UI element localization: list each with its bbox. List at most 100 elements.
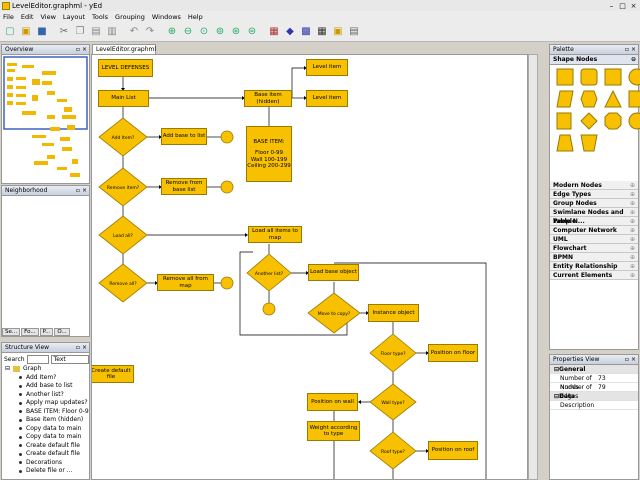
canvas-vertical-scrollbar[interactable] [528, 54, 538, 480]
panel-close-icon[interactable]: × [81, 187, 87, 194]
palette-section-shape-nodes[interactable]: Shape Nodes [553, 56, 598, 63]
property-row-description[interactable]: Description [550, 401, 638, 410]
zoom-selection-icon[interactable]: ⊜ [247, 25, 257, 37]
tree-item[interactable]: Copy data to main [5, 425, 89, 434]
tree-item[interactable]: Delete file or ... [5, 467, 89, 476]
node-level-item[interactable]: Level item [306, 90, 348, 107]
panel-pin-icon[interactable]: ▫ [75, 344, 80, 351]
menu-layout[interactable]: Layout [62, 12, 86, 21]
node-remove-from-base[interactable]: Remove from base list [161, 178, 207, 195]
graph-canvas[interactable]: Add Item? Remove item? Load all? Remove … [91, 54, 528, 480]
node-position-on-floor[interactable]: Position on floor [428, 344, 478, 362]
palette-section-swimlane[interactable]: Swimlane Nodes and Table N...⊕ [550, 208, 638, 225]
palette-section-modern-nodes[interactable]: Modern Nodes⊕ [550, 181, 638, 190]
panel-pin-icon[interactable]: ▫ [624, 46, 629, 53]
settings-icon[interactable]: ▤ [349, 25, 359, 37]
maximize-button[interactable]: □ [619, 1, 626, 10]
new-icon[interactable]: ▢ [5, 25, 15, 37]
tree-item[interactable]: Apply map updates? [5, 399, 89, 408]
tab-search[interactable]: Se... [2, 328, 21, 336]
properties-section-data[interactable]: ⊟ Data [550, 392, 638, 401]
zoom-region-icon[interactable]: ⊚ [215, 25, 225, 37]
overview-minimap[interactable] [2, 55, 89, 183]
node-position-on-wall[interactable]: Position on wall [307, 393, 358, 411]
zoom-original-icon[interactable]: ⊛ [231, 25, 241, 37]
shape-trapezoid[interactable] [556, 134, 574, 152]
menu-tools[interactable]: Tools [92, 12, 109, 21]
layout-icon[interactable]: ◆ [286, 25, 294, 37]
save-icon[interactable]: ■ [37, 25, 47, 37]
node-base-item-hidden[interactable]: Base item (hidden) [244, 90, 292, 107]
close-button[interactable]: × [630, 1, 637, 10]
tree-item[interactable]: Add base to list [5, 382, 89, 391]
tree-root[interactable]: ⊟Graph [5, 365, 42, 373]
tree-item[interactable]: Decorations [5, 459, 89, 468]
tab-palette[interactable]: P... [39, 328, 54, 336]
tree-item[interactable]: Create default file [5, 442, 89, 451]
zoom-in-icon[interactable]: ⊕ [167, 25, 177, 37]
tab-other[interactable]: O... [54, 328, 70, 336]
panel-close-icon[interactable]: × [81, 46, 87, 53]
tree-item[interactable]: Add Item? [5, 374, 89, 383]
palette-section-entity-relationship[interactable]: Entity Relationship⊕ [550, 262, 638, 271]
shape-octagon-flat[interactable] [628, 90, 640, 108]
search-filter-select[interactable]: Text [50, 354, 89, 364]
tree-item[interactable]: Create default file [5, 450, 89, 459]
node-load-base-object[interactable]: Load base object [308, 264, 359, 281]
shape-octagon[interactable] [604, 112, 622, 130]
palette-section-uml[interactable]: UML⊕ [550, 235, 638, 244]
grid-icon[interactable]: ▦ [269, 25, 279, 37]
cut-icon[interactable]: ✂ [59, 25, 69, 37]
node-position-on-roof[interactable]: Position on roof [428, 441, 478, 460]
node-add-base-to-list[interactable]: Add base to list [161, 128, 207, 145]
paste-icon[interactable]: ▤ [91, 25, 101, 37]
shape-rectangle[interactable] [556, 68, 574, 86]
node-load-all-items[interactable]: Load all items to map [248, 226, 302, 243]
palette-section-flowchart[interactable]: Flowchart⊕ [550, 244, 638, 253]
copy-icon[interactable]: ❐ [75, 25, 85, 37]
menu-help[interactable]: Help [187, 12, 203, 21]
node-remove-all-from-map[interactable]: Remove all from map [157, 274, 214, 291]
shape-parallelogram[interactable] [556, 90, 574, 108]
menu-file[interactable]: File [3, 12, 14, 21]
panel-close-icon[interactable]: × [630, 356, 636, 363]
minimize-button[interactable]: – [609, 1, 614, 10]
menu-view[interactable]: View [40, 12, 56, 21]
redo-icon[interactable]: ↷ [145, 25, 155, 37]
menu-windows[interactable]: Windows [151, 12, 181, 21]
menu-grouping[interactable]: Grouping [115, 12, 145, 21]
shape-rectangle-3d[interactable] [604, 68, 622, 86]
node-instance-object[interactable]: Instance object [368, 304, 419, 322]
palette-section-bpmn[interactable]: BPMN⊕ [550, 253, 638, 262]
search-input[interactable] [26, 354, 49, 364]
arrange-icon[interactable]: ▩ [301, 25, 311, 37]
tree-item[interactable]: Base item (hidden) [5, 416, 89, 425]
node-level-defenses[interactable]: LEVEL DEFENSES [98, 59, 153, 77]
shape-rounded-rectangle[interactable] [580, 68, 598, 86]
zoom-out-icon[interactable]: ⊖ [183, 25, 193, 37]
menu-edit[interactable]: Edit [20, 12, 34, 21]
palette-section-edge-types[interactable]: Edge Types⊕ [550, 190, 638, 199]
tree-item[interactable]: BASE ITEM: Floor 0-99 W... [5, 408, 89, 417]
snap-icon[interactable]: ▦ [317, 25, 327, 37]
open-icon[interactable]: ▣ [21, 25, 31, 37]
delete-icon[interactable]: ▥ [107, 25, 117, 37]
node-level-item[interactable]: Level item [306, 59, 348, 76]
node-main-list[interactable]: Main List [98, 90, 149, 107]
node-create-default-file[interactable]: Create default file [92, 365, 134, 383]
panel-pin-icon[interactable]: ▫ [75, 187, 80, 194]
node-weight-according[interactable]: Weight according to type [307, 421, 360, 441]
palette-section-computer-network[interactable]: Computer Network⊕ [550, 226, 638, 235]
palette-section-group-nodes[interactable]: Group Nodes⊕ [550, 199, 638, 208]
document-tab[interactable]: LevelEditor.graphml × [92, 44, 156, 62]
shape-ellipse[interactable] [628, 68, 640, 86]
collapse-icon[interactable]: ⊖ [630, 56, 636, 63]
shape-triangle[interactable] [604, 90, 622, 108]
properties-icon[interactable]: ▣ [333, 25, 343, 37]
panel-close-icon[interactable]: × [81, 344, 87, 351]
node-base-item-ranges[interactable]: BASE ITEM: Floor 0-99 Wall 100-199 Ceili… [246, 126, 292, 182]
tree-item[interactable]: Another list? [5, 391, 89, 400]
panel-pin-icon[interactable]: ▫ [624, 356, 629, 363]
panel-pin-icon[interactable]: ▫ [75, 46, 80, 53]
zoom-fit-icon[interactable]: ⊙ [199, 25, 209, 37]
